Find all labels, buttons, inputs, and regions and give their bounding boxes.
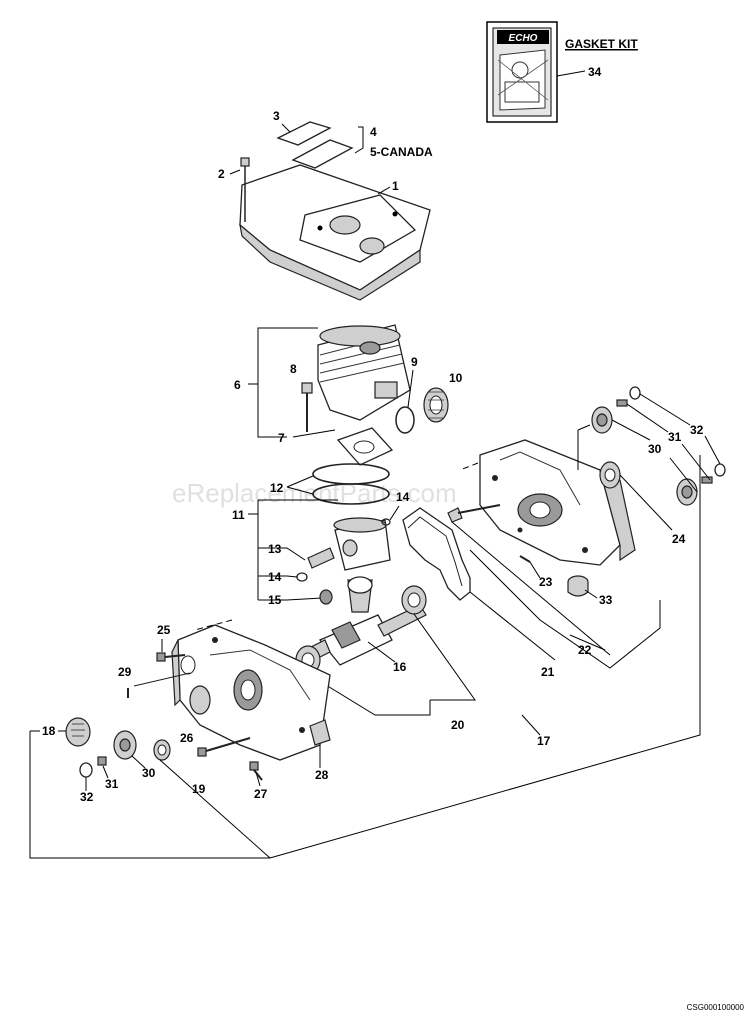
oil-seal-33 bbox=[567, 575, 589, 597]
callout-22: 22 bbox=[578, 643, 592, 657]
callout-27: 27 bbox=[254, 787, 268, 801]
oil-seal-right bbox=[599, 461, 621, 489]
crankcase-gasket bbox=[402, 507, 471, 601]
callout-4: 4 bbox=[370, 125, 377, 139]
av-washer-lower bbox=[714, 463, 726, 477]
av-mount-right-upper bbox=[591, 406, 613, 434]
callout-10: 10 bbox=[449, 371, 463, 385]
dowel-pin bbox=[519, 555, 531, 563]
callout-17: 17 bbox=[537, 734, 551, 748]
crankcase-screw-27 bbox=[249, 761, 263, 781]
crankcase-left bbox=[171, 624, 331, 761]
callout-30-right: 30 bbox=[648, 442, 662, 456]
callout-21: 21 bbox=[541, 665, 555, 679]
callout-20: 20 bbox=[451, 718, 465, 732]
callout-12: 12 bbox=[270, 481, 284, 495]
callout-5-canada: 5-CANADA bbox=[370, 145, 433, 159]
av-screw-lower bbox=[701, 476, 713, 484]
callout-6: 6 bbox=[234, 378, 241, 392]
callout-34: 34 bbox=[588, 65, 602, 79]
callout-14-upper: 14 bbox=[396, 490, 410, 504]
callout-2: 2 bbox=[218, 167, 225, 181]
echo-logo: ECHO bbox=[509, 33, 538, 44]
callout-9: 9 bbox=[411, 355, 418, 369]
gasket-kit-box: ECHO bbox=[486, 21, 558, 123]
callout-15: 15 bbox=[268, 593, 282, 607]
av-screw-left bbox=[97, 756, 107, 766]
crankcase-bolt-26 bbox=[197, 737, 251, 757]
piston bbox=[333, 517, 391, 571]
piston-pin-clip-upper bbox=[381, 518, 391, 526]
piston-pin-clip bbox=[296, 572, 308, 582]
callout-32-right: 32 bbox=[690, 423, 704, 437]
o-ring bbox=[395, 406, 415, 434]
av-mount-left bbox=[113, 730, 137, 760]
callout-19: 19 bbox=[192, 782, 206, 796]
callout-32-left: 32 bbox=[80, 790, 94, 804]
crank-bearing-right bbox=[401, 585, 427, 615]
piston-pin bbox=[307, 547, 335, 569]
callout-31-left: 31 bbox=[105, 777, 119, 791]
callout-13: 13 bbox=[268, 542, 282, 556]
av-washer-left bbox=[79, 762, 93, 778]
callout-14-lower: 14 bbox=[268, 570, 282, 584]
callout-18: 18 bbox=[42, 724, 56, 738]
callout-24: 24 bbox=[672, 532, 686, 546]
callout-8: 8 bbox=[290, 362, 297, 376]
needle-bearing bbox=[423, 387, 449, 423]
gasket-kit-title: GASKET KIT bbox=[565, 37, 638, 51]
callout-25: 25 bbox=[157, 623, 171, 637]
callout-23: 23 bbox=[539, 575, 553, 589]
crankcase-bracket-28 bbox=[309, 719, 331, 746]
crankcase-right bbox=[479, 439, 636, 566]
cylinder-bolt bbox=[301, 382, 313, 432]
callout-7: 7 bbox=[278, 431, 285, 445]
diagram-code: CSG000100000 bbox=[687, 1003, 745, 1012]
av-cap-18 bbox=[65, 717, 91, 747]
cover-screw bbox=[240, 157, 250, 222]
callout-16: 16 bbox=[393, 660, 407, 674]
cylinder-cover bbox=[239, 164, 431, 301]
callout-30-left: 30 bbox=[142, 766, 156, 780]
oil-seal-left bbox=[153, 739, 171, 761]
crankcase-stud bbox=[447, 504, 501, 523]
crankcase-screw-25 bbox=[156, 652, 186, 662]
av-washer-upper bbox=[629, 386, 641, 400]
av-screw-upper bbox=[616, 399, 628, 407]
callout-11: 11 bbox=[232, 508, 245, 522]
gasket-plates bbox=[276, 121, 354, 169]
callout-29: 29 bbox=[118, 665, 132, 679]
callout-33: 33 bbox=[599, 593, 613, 607]
callout-28: 28 bbox=[315, 768, 329, 782]
callout-3: 3 bbox=[273, 109, 280, 123]
callout-1: 1 bbox=[392, 179, 399, 193]
callout-31-right: 31 bbox=[668, 430, 682, 444]
small-end-bearing bbox=[319, 589, 333, 605]
watermark-text: eReplacementParts.com bbox=[172, 478, 457, 508]
av-mount-right-lower bbox=[676, 478, 698, 506]
cylinder bbox=[317, 324, 411, 421]
callout-26: 26 bbox=[180, 731, 194, 745]
